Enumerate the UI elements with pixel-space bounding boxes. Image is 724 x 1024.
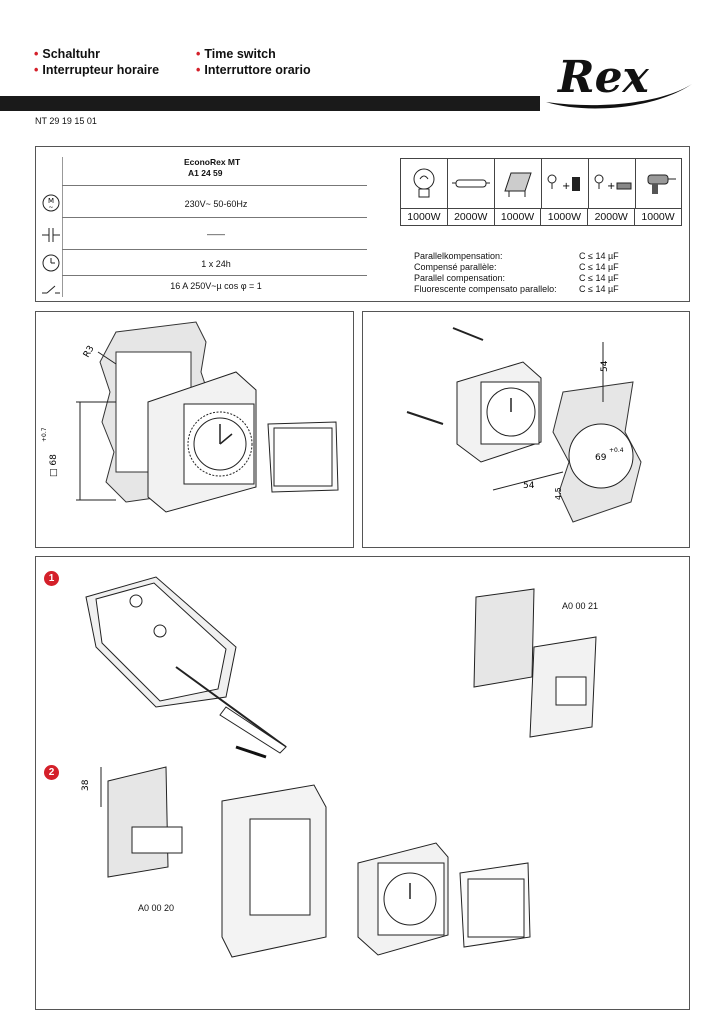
incandescent-lamp-icon (401, 159, 448, 208)
header-bar (0, 96, 540, 111)
motor-drill-icon (636, 159, 682, 208)
svg-text:+: + (562, 181, 570, 192)
svg-text:M: M (48, 197, 54, 205)
model-title: EconoRex MT A1 24 59 (184, 157, 241, 178)
svg-text:+: + (607, 181, 615, 192)
compensation-row: Parallel compensation:C ≤ 14 µF (414, 273, 619, 283)
svg-text:+0.4: +0.4 (609, 447, 624, 454)
svg-text:54: 54 (523, 481, 535, 491)
load-value: 1000W (401, 209, 448, 226)
compensation-row: Fluorescente compensato parallelo:C ≤ 14… (414, 284, 619, 294)
halogen-tube-icon (448, 159, 495, 208)
load-value: 2000W (448, 209, 495, 226)
load-ratings-table: + + 1000W 2000W 1000W 1000W 2000W 1000W (400, 158, 682, 226)
spec-table: EconoRex MT A1 24 59 230V~ 50-60Hz —— 1 … (36, 147, 376, 303)
title-it: •Interruttore orario (196, 63, 311, 77)
figure-mounting-dimensions: 54 54 69 +0.4 4.5 (362, 311, 690, 548)
compensation-row: Compensé parallèle:C ≤ 14 µF (414, 262, 619, 272)
compensation-list: Parallelkompensation:C ≤ 14 µF Compensé … (414, 251, 619, 295)
figure-panel-cutout: R3 □ 68 +0.7 (35, 311, 354, 548)
figure-installation-steps: 1 2 A0 00 21 A0 00 20 38 (35, 556, 690, 1010)
low-voltage-halogen-electronic-icon: + (589, 159, 636, 208)
title-block-right: •Time switch •Interruttore orario (196, 46, 311, 78)
load-value: 1000W (541, 209, 589, 226)
spec-contact: 16 A 250V~µ cos φ = 1 (170, 281, 262, 291)
svg-text:38: 38 (81, 779, 91, 791)
installation-steps-drawing: 38 (81, 576, 597, 958)
clock-icon (42, 254, 60, 272)
title-fr: •Interrupteur horaire (34, 63, 160, 77)
load-value: 1000W (641, 211, 675, 223)
svg-text:54: 54 (600, 360, 610, 372)
capacitor-icon (42, 228, 60, 242)
svg-text:4.5: 4.5 (554, 487, 563, 500)
compensation-row: Parallelkompensation:C ≤ 14 µF (414, 251, 619, 261)
step-2-badge: 2 (44, 765, 59, 780)
svg-text:+0.7: +0.7 (41, 427, 48, 442)
load-value: 2000W (588, 209, 636, 226)
specifications-panel: EconoRex MT A1 24 59 230V~ 50-60Hz —— 1 … (35, 146, 690, 302)
rex-logo: Rex (546, 52, 692, 109)
title-en: •Time switch (196, 47, 276, 61)
svg-text:~: ~ (48, 204, 53, 211)
code-a00020: A0 00 20 (138, 903, 175, 913)
panel-cutout-drawing: R3 □ 68 +0.7 (41, 321, 339, 513)
spec-program: 1 x 24h (201, 259, 231, 269)
title-block-left: •Schaltuhr •Interrupteur horaire (34, 46, 159, 78)
svg-text:R3: R3 (82, 344, 97, 359)
floodlight-icon (495, 159, 542, 208)
low-voltage-halogen-transformer-icon: + (542, 159, 589, 208)
svg-text:□ 68: □ 68 (49, 454, 59, 477)
switch-contact-icon (42, 285, 60, 294)
title-de: •Schaltuhr (34, 47, 101, 61)
document-number: NT 29 19 15 01 (35, 116, 97, 126)
load-value: 1000W (495, 209, 542, 226)
mounting-dimensions-drawing: 54 54 69 +0.4 4.5 (406, 327, 642, 523)
spec-capacitance: —— (207, 229, 225, 239)
svg-text:69: 69 (595, 453, 607, 463)
svg-text:Rex: Rex (556, 52, 650, 103)
spec-voltage: 230V~ 50-60Hz (184, 199, 248, 209)
step-1-badge: 1 (44, 571, 59, 586)
code-a00021: A0 00 21 (562, 601, 599, 611)
motor-icon: M~ (42, 194, 60, 212)
